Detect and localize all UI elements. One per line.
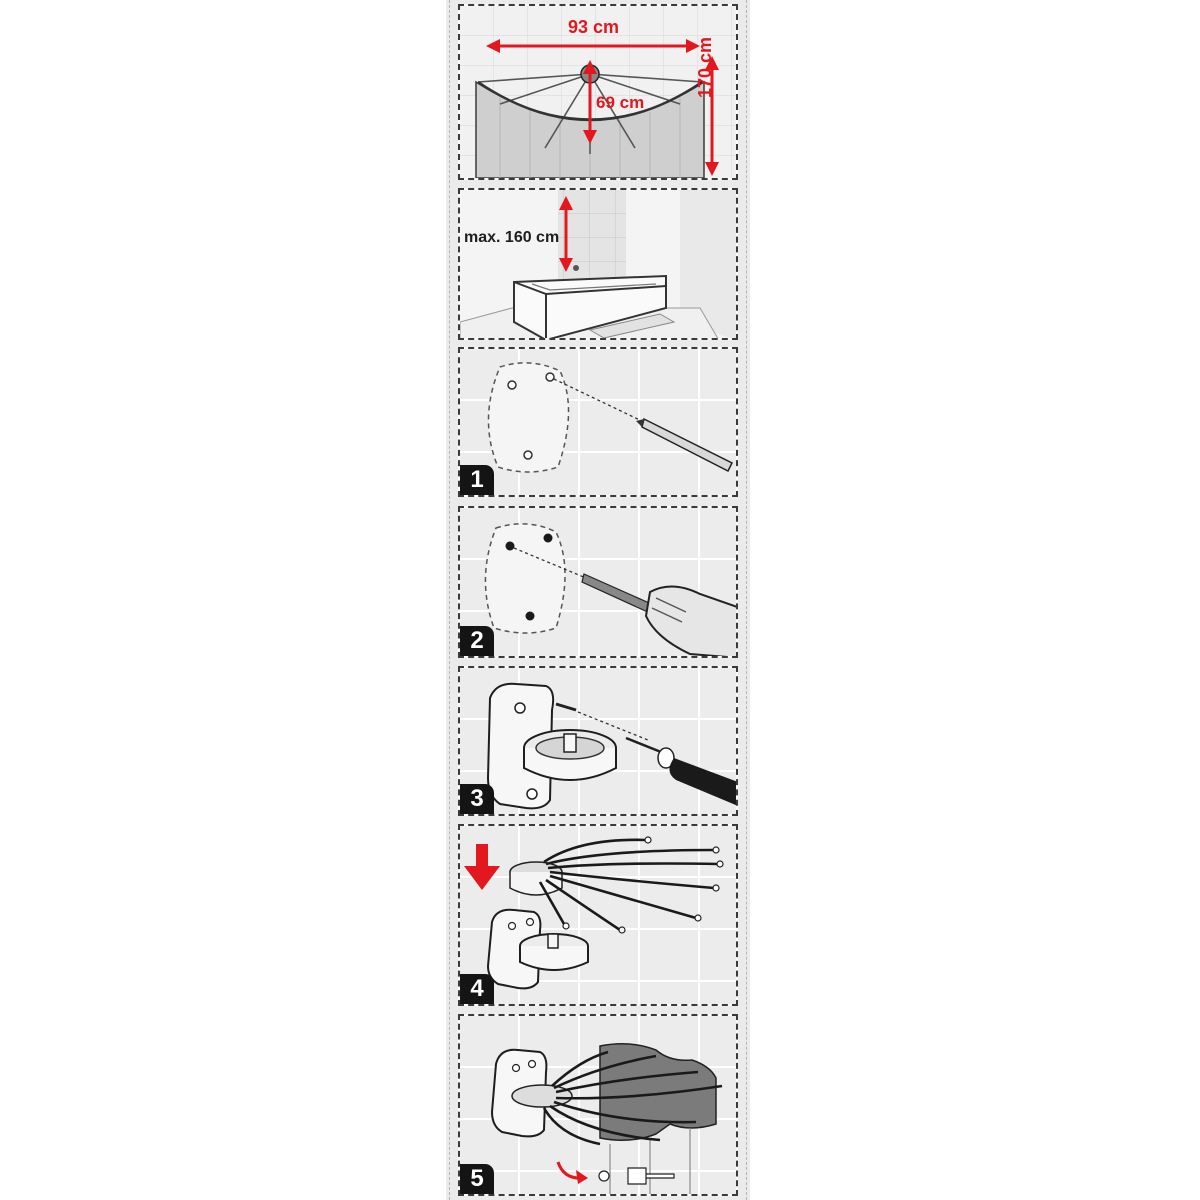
step-number-2: 2 xyxy=(460,626,494,656)
hook-part-icon xyxy=(627,1167,675,1185)
panel-step-2: 2 xyxy=(458,506,738,658)
bathtub-drawing xyxy=(460,190,736,338)
panel-step-5: 5 xyxy=(458,1014,738,1196)
step-number-1: 1 xyxy=(460,465,494,495)
depth-label: 69 cm xyxy=(596,93,645,112)
rail-spokes xyxy=(477,73,703,154)
step-number-4: 4 xyxy=(460,974,494,1004)
panel-step-4: 4 xyxy=(458,824,738,1006)
panel-bathtub: max. 160 cm xyxy=(458,188,738,340)
panel-dimensions: 93 cm 69 cm 170 cm xyxy=(458,4,738,180)
pencil-icon xyxy=(641,417,734,473)
screw-bracket-drawing xyxy=(460,668,736,814)
step-number-3: 3 xyxy=(460,784,494,814)
screwdriver-icon xyxy=(669,758,736,806)
drill-holes-drawing xyxy=(460,508,736,656)
spokes xyxy=(538,838,719,932)
shower-curtain xyxy=(599,1043,717,1141)
attach-curtain-drawing xyxy=(460,1016,736,1194)
max-height-label: max. 160 cm xyxy=(464,229,560,246)
mark-holes-drawing xyxy=(460,349,736,495)
insert-hub-drawing xyxy=(460,826,736,1004)
step-number-5: 5 xyxy=(460,1164,494,1194)
height-label: 170 cm xyxy=(695,36,715,98)
width-label: 93 cm xyxy=(568,17,620,37)
curtain-rail-drawing xyxy=(460,6,736,178)
panel-step-3: 3 xyxy=(458,666,738,816)
template-outline xyxy=(487,362,570,473)
down-arrow-icon xyxy=(464,844,500,890)
panel-step-1: 1 xyxy=(458,347,738,497)
